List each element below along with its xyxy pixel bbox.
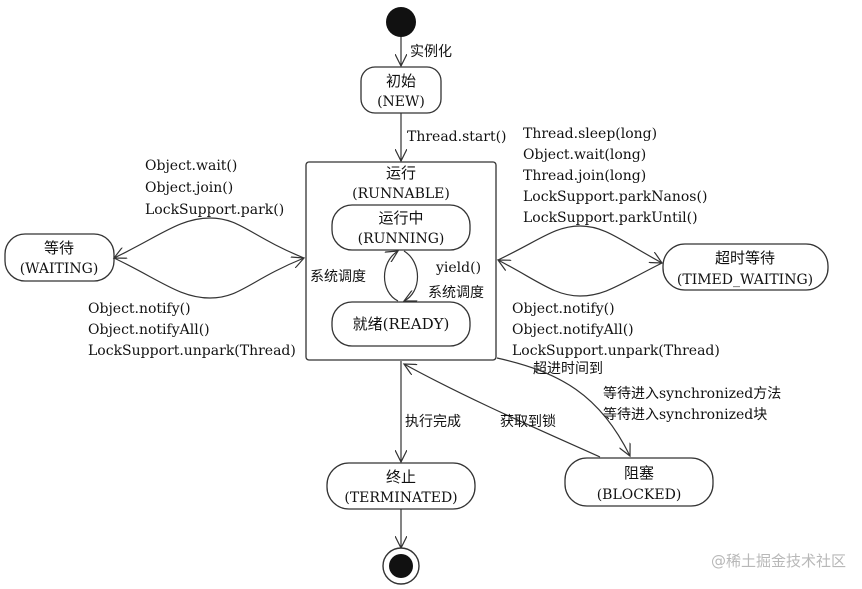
arrow-ready-to-running (384, 251, 399, 302)
label-acquire-lock: 获取到锁 (500, 414, 556, 430)
state-blocked-subtitle: (BLOCKED) (597, 487, 682, 503)
state-terminated-title: 终止 (386, 468, 416, 486)
svg-text:Object.join(): Object.join() (145, 180, 233, 196)
state-ready-title: 就绪(READY) (353, 315, 450, 333)
arrow-blocked-to-runnable (404, 364, 601, 458)
arrow-running-to-ready (404, 250, 418, 301)
state-terminated: 终止 (TERMINATED) (326, 462, 476, 510)
watermark: @稀土掘金技术社区 (711, 552, 846, 570)
label-from-waiting: Object.notify() Object.notifyAll() LockS… (88, 301, 296, 359)
state-ready: 就绪(READY) (331, 301, 471, 347)
svg-text:Object.notify(): Object.notify() (88, 301, 191, 317)
state-waiting: 等待 (WAITING) (4, 233, 115, 282)
arrow-waiting-to-runnable (113, 258, 304, 299)
arrow-runnable-to-timed-waiting (497, 225, 662, 263)
label-schedule-right: 系统调度 (428, 285, 484, 301)
svg-text:Object.notifyAll(): Object.notifyAll() (512, 322, 634, 338)
arrow-runnable-to-blocked (496, 357, 630, 456)
svg-text:Object.notify(): Object.notify() (512, 301, 615, 317)
label-instantiate: 实例化 (410, 44, 452, 60)
state-timed-waiting-subtitle: (TIMED_WAITING) (677, 272, 813, 288)
state-new-title: 初始 (386, 72, 416, 90)
svg-text:LockSupport.park(): LockSupport.park() (145, 202, 284, 218)
svg-text:Thread.sleep(long): Thread.sleep(long) (523, 126, 657, 142)
svg-text:Object.wait(long): Object.wait(long) (523, 147, 646, 163)
state-running-subtitle: (RUNNING) (358, 231, 445, 247)
state-runnable-title: 运行 (386, 164, 416, 182)
arrow-runnable-to-waiting (114, 217, 305, 258)
label-to-timed-waiting: Thread.sleep(long) Object.wait(long) Thr… (523, 126, 707, 226)
label-schedule-left: 系统调度 (310, 269, 366, 285)
label-thread-start: Thread.start() (407, 129, 507, 145)
label-to-blocked: 等待进入synchronized方法 等待进入synchronized块 (603, 385, 781, 423)
end-node (382, 547, 420, 585)
svg-text:Thread.join(long): Thread.join(long) (523, 168, 646, 184)
state-runnable-subtitle: (RUNNABLE) (352, 186, 450, 202)
state-waiting-subtitle: (WAITING) (20, 261, 99, 277)
label-yield: yield() (435, 260, 481, 276)
state-blocked: 阻塞 (BLOCKED) (564, 457, 714, 507)
state-waiting-title: 等待 (44, 239, 74, 257)
svg-text:LockSupport.parkUntil(): LockSupport.parkUntil() (523, 210, 698, 226)
state-timed-waiting: 超时等待 (TIMED_WAITING) (662, 243, 829, 291)
label-from-timed-waiting: Object.notify() Object.notifyAll() LockS… (512, 301, 720, 377)
state-terminated-subtitle: (TERMINATED) (344, 490, 457, 506)
label-complete: 执行完成 (405, 414, 461, 430)
svg-text:LockSupport.unpark(Thread): LockSupport.unpark(Thread) (512, 343, 720, 359)
start-node (386, 7, 416, 37)
state-new: 初始 (NEW) (360, 66, 442, 114)
state-timed-waiting-title: 超时等待 (715, 249, 775, 267)
svg-text:Object.notifyAll(): Object.notifyAll() (88, 322, 210, 338)
svg-text:LockSupport.parkNanos(): LockSupport.parkNanos() (523, 189, 707, 205)
label-to-waiting: Object.wait() Object.join() LockSupport.… (145, 158, 284, 218)
svg-text:LockSupport.unpark(Thread): LockSupport.unpark(Thread) (88, 343, 296, 359)
svg-text:等待进入synchronized块: 等待进入synchronized块 (603, 406, 767, 423)
state-new-subtitle: (NEW) (377, 94, 425, 110)
state-running-title: 运行中 (378, 209, 423, 227)
svg-text:等待进入synchronized方法: 等待进入synchronized方法 (603, 385, 781, 402)
arrow-timed-waiting-to-runnable (498, 260, 663, 297)
svg-text:Object.wait(): Object.wait() (145, 158, 237, 174)
state-running: 运行中 (RUNNING) (331, 204, 471, 251)
svg-text:超进时间到: 超进时间到 (533, 361, 603, 377)
state-blocked-title: 阻塞 (624, 464, 654, 482)
